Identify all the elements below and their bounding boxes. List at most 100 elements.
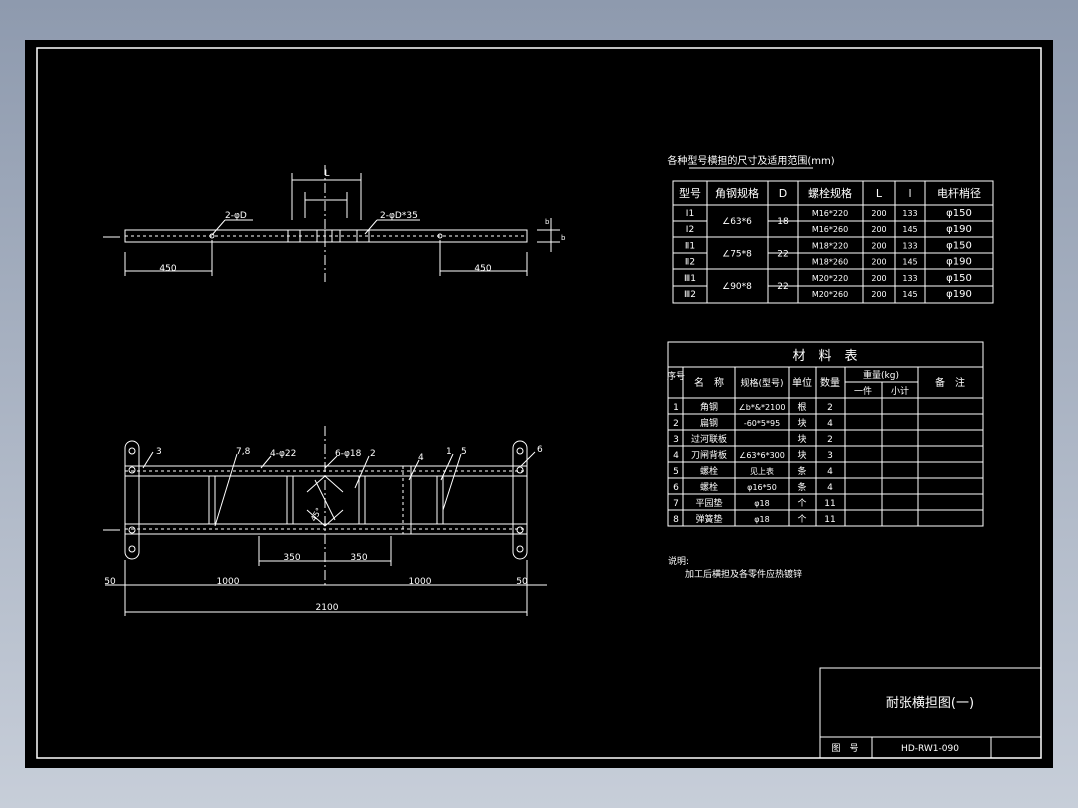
spec-cell-d: 22 bbox=[777, 249, 788, 259]
mat-cell-name: 角钢 bbox=[700, 401, 718, 413]
mat-cell-name: 扁钢 bbox=[700, 417, 718, 429]
leader-hole-right bbox=[364, 219, 378, 235]
dim-450-left-label: 450 bbox=[159, 264, 176, 274]
leader-4-phi22 bbox=[260, 455, 272, 469]
dim-350-2-label: 350 bbox=[350, 553, 367, 563]
bolt-slot-right bbox=[356, 229, 370, 243]
bolt-slot-center-right bbox=[331, 229, 341, 243]
spec-header-model: 型号 bbox=[679, 186, 701, 200]
bolt-4 bbox=[436, 475, 444, 525]
mat-cell-no: 5 bbox=[673, 467, 679, 477]
mat-cell-unit: 块 bbox=[797, 449, 806, 461]
material-table-title: 材 料 表 bbox=[792, 349, 857, 364]
spec-cell-angle: ∠75*8 bbox=[722, 249, 752, 259]
callout-7-8: 7,8 bbox=[236, 447, 251, 457]
dim-1000-left-label: 1000 bbox=[217, 577, 240, 587]
spec-cell-model: Ⅲ2 bbox=[684, 290, 696, 300]
link-hole-right-3 bbox=[516, 526, 524, 534]
mat-cell-unit: 块 bbox=[797, 417, 806, 429]
mat-cell-qty: 11 bbox=[824, 499, 835, 509]
spec-cell-model: Ⅰ1 bbox=[686, 209, 694, 219]
spec-cell-pole: φ190 bbox=[946, 257, 972, 268]
backplate-lower bbox=[306, 509, 344, 527]
mat-header-subtotal: 小计 bbox=[891, 385, 909, 397]
mat-cell-spec: 见上表 bbox=[750, 466, 774, 476]
hole-left-label: 2-φD bbox=[225, 211, 247, 221]
mat-cell-qty: 3 bbox=[827, 451, 833, 461]
link-hole-left-bottom bbox=[128, 545, 136, 553]
callout-4-phi22: 4-φ22 bbox=[270, 449, 296, 459]
spec-cell-model: Ⅱ1 bbox=[685, 241, 695, 251]
mat-cell-qty: 11 bbox=[824, 515, 835, 525]
spec-header-l: l bbox=[908, 187, 911, 200]
bolt-slot-left bbox=[287, 229, 301, 243]
spec-cell-pole: φ190 bbox=[946, 224, 972, 235]
side-dim2-label: b bbox=[561, 234, 566, 242]
mat-cell-unit: 条 bbox=[797, 465, 806, 477]
mat-cell-no: 3 bbox=[673, 435, 679, 445]
link-hole-left-2 bbox=[128, 466, 136, 474]
spec-cell-L: 200 bbox=[871, 225, 886, 234]
mat-cell-no: 6 bbox=[673, 483, 679, 493]
mat-header-qty: 数量 bbox=[820, 376, 840, 389]
spec-cell-angle: ∠63*6 bbox=[722, 217, 752, 227]
hole-right-label: 2-φD*35 bbox=[380, 211, 418, 221]
mat-cell-no: 7 bbox=[673, 499, 679, 509]
spec-cell-bolt: M16*260 bbox=[812, 225, 848, 234]
bolt-2 bbox=[286, 475, 294, 525]
leader-6-phi18 bbox=[324, 455, 338, 469]
mat-header-unit: 单位 bbox=[792, 376, 812, 389]
title-block-grid bbox=[819, 667, 1042, 759]
callout-6-right: 6 bbox=[537, 445, 543, 455]
callout-6-phi18: 6-φ18 bbox=[335, 449, 362, 459]
link-hole-left-top bbox=[128, 447, 136, 455]
spec-cell-model: Ⅲ1 bbox=[684, 274, 696, 284]
title-block-border bbox=[819, 667, 1042, 759]
backplate-upper bbox=[306, 475, 344, 493]
inner-frame bbox=[36, 47, 1042, 759]
leader-hole-left bbox=[211, 219, 226, 236]
mat-header-no: 序号 bbox=[667, 370, 685, 382]
mat-cell-name: 过河联板 bbox=[691, 433, 727, 445]
callout-4: 4 bbox=[418, 453, 424, 463]
mat-header-remark: 备 注 bbox=[935, 376, 965, 389]
notes-label: 说明: bbox=[668, 555, 689, 567]
dim-50-right-label: 50 bbox=[516, 577, 528, 587]
spec-cell-L: 200 bbox=[871, 274, 886, 283]
spec-cell-pole: φ190 bbox=[946, 289, 972, 300]
spec-cell-L: 200 bbox=[871, 290, 886, 299]
spec-cell-bolt: M20*260 bbox=[812, 290, 848, 299]
spec-header-d: D bbox=[779, 187, 787, 200]
leader-6 bbox=[520, 451, 536, 467]
spec-table-border bbox=[672, 180, 994, 304]
spec-cell-bolt: M18*260 bbox=[812, 258, 848, 267]
mat-cell-name: 弹簧垫 bbox=[695, 513, 722, 525]
callout-1: 1 bbox=[446, 447, 452, 457]
spec-cell-pole: φ150 bbox=[946, 208, 972, 219]
mat-cell-spec: ∠b*&*2100 bbox=[739, 403, 786, 412]
spec-cell-l: 133 bbox=[902, 241, 917, 250]
spec-cell-L: 200 bbox=[871, 258, 886, 267]
leader-1 bbox=[440, 453, 454, 481]
hole-left bbox=[209, 233, 215, 239]
spec-cell-model: Ⅱ2 bbox=[685, 258, 695, 268]
callout-5: 5 bbox=[461, 447, 467, 457]
mat-cell-no: 1 bbox=[673, 403, 679, 413]
mat-cell-unit: 块 bbox=[797, 433, 806, 445]
spec-cell-L: 200 bbox=[871, 209, 886, 218]
dim-50-left-label: 50 bbox=[104, 577, 116, 587]
bolt-3 bbox=[358, 475, 366, 525]
spec-cell-d: 18 bbox=[777, 217, 789, 227]
leader-5 bbox=[442, 453, 462, 511]
spec-cell-l: 145 bbox=[902, 258, 917, 267]
spec-cell-l: 133 bbox=[902, 209, 917, 218]
dim-350-1-label: 350 bbox=[283, 553, 300, 563]
link-hole-right-top bbox=[516, 447, 524, 455]
mat-cell-no: 2 bbox=[673, 419, 679, 429]
leader-7-8 bbox=[214, 453, 238, 527]
mat-cell-unit: 个 bbox=[797, 498, 806, 509]
hole-right bbox=[437, 233, 443, 239]
spec-cell-l: 145 bbox=[902, 225, 917, 234]
spec-cell-model: Ⅰ2 bbox=[686, 225, 694, 235]
